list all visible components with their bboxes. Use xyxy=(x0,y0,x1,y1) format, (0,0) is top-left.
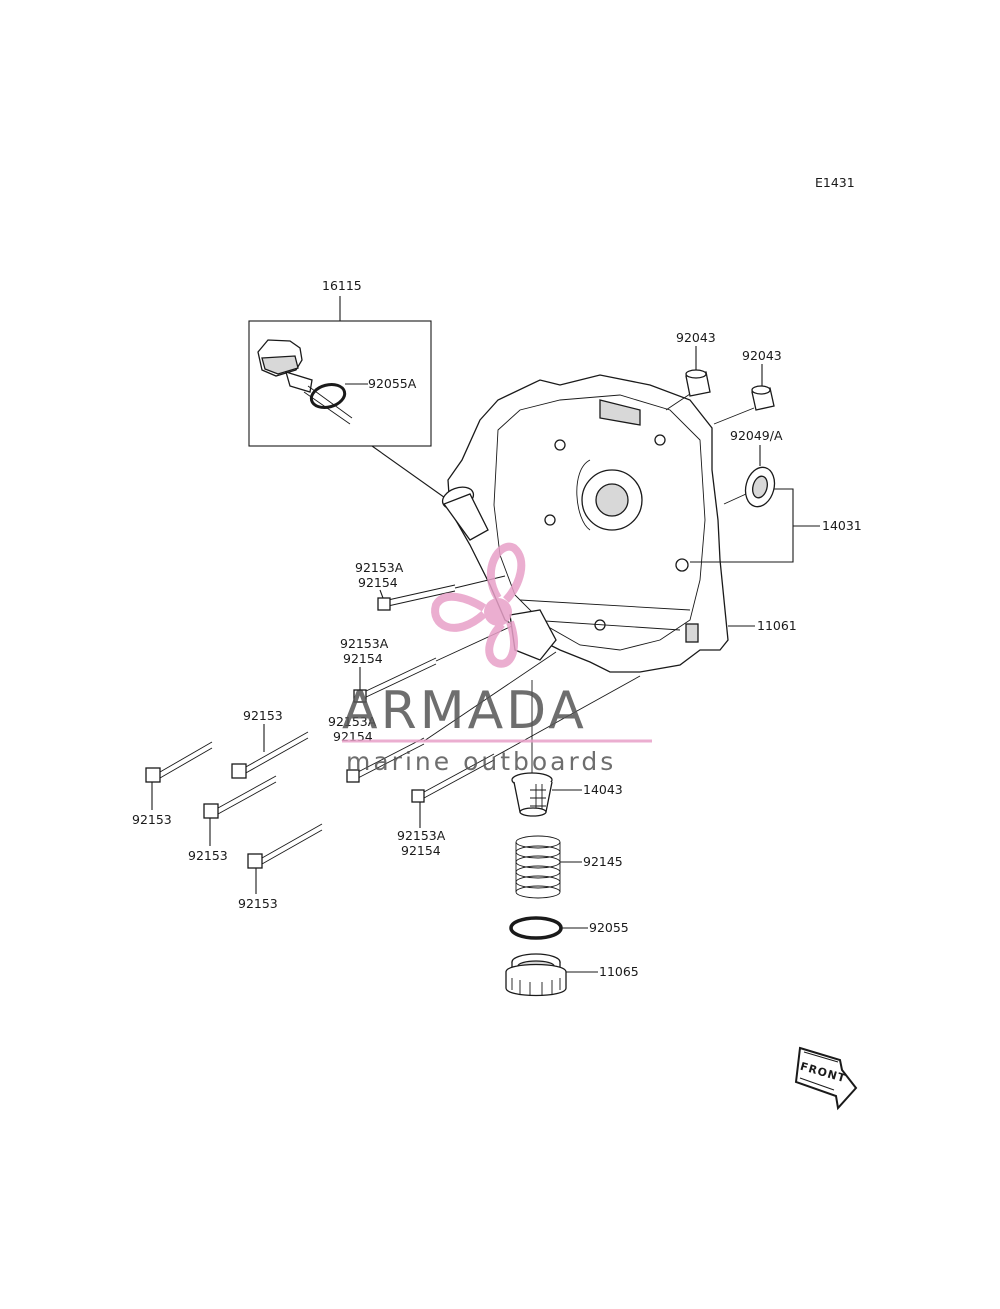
oil-screen-14043[interactable] xyxy=(511,772,553,817)
label-92153A-3[interactable]: 92153A xyxy=(328,714,377,729)
bolt-92153A-2[interactable] xyxy=(353,625,513,703)
label-92154-2[interactable]: 92154 xyxy=(343,651,383,666)
label-11061[interactable]: 11061 xyxy=(757,618,797,633)
dowel-pin-92043-b[interactable] xyxy=(713,364,775,425)
label-11065[interactable]: 11065 xyxy=(599,964,639,979)
label-92055[interactable]: 92055 xyxy=(589,920,629,935)
label-92043-a[interactable]: 92043 xyxy=(676,330,716,345)
dowel-pin-92043-a[interactable] xyxy=(665,346,711,411)
diagram-code: E1431 xyxy=(815,175,855,190)
label-92055A[interactable]: 92055A xyxy=(368,376,417,391)
label-16115[interactable]: 16115 xyxy=(322,278,362,293)
oil-filler-cap-group: 16115 92055A xyxy=(248,278,449,501)
watermark-brand: ARMADA xyxy=(342,681,587,741)
bolt-92153-1[interactable] xyxy=(145,741,213,810)
bolt-92153-4[interactable] xyxy=(247,823,323,894)
label-92153-4[interactable]: 92153 xyxy=(238,896,278,911)
o-ring-92055[interactable] xyxy=(509,916,563,940)
label-92153-2[interactable]: 92153 xyxy=(243,708,283,723)
bolt-92153A-4[interactable] xyxy=(411,675,641,803)
bolt-92153-2[interactable] xyxy=(231,724,309,779)
bolt-92153A-1[interactable] xyxy=(377,575,506,611)
label-14043[interactable]: 14043 xyxy=(583,782,623,797)
label-92145[interactable]: 92145 xyxy=(583,854,623,869)
label-92154-1[interactable]: 92154 xyxy=(358,575,398,590)
label-92043-b[interactable]: 92043 xyxy=(742,348,782,363)
oil-seal-92049A[interactable] xyxy=(723,445,779,510)
front-arrow-icon: FRONT xyxy=(794,1046,858,1111)
label-92153-1[interactable]: 92153 xyxy=(132,812,172,827)
propeller-logo-icon xyxy=(431,542,526,668)
label-92153A-2[interactable]: 92153A xyxy=(340,636,389,651)
label-92154-4[interactable]: 92154 xyxy=(401,843,441,858)
drain-plug-11065[interactable] xyxy=(505,953,567,997)
label-92153A-1[interactable]: 92153A xyxy=(355,560,404,575)
label-14031[interactable]: 14031 xyxy=(822,518,862,533)
armada-watermark: ARMADA marine outboards xyxy=(342,542,652,776)
o-ring-92055A[interactable] xyxy=(309,381,348,411)
label-92049A[interactable]: 92049/A xyxy=(730,428,783,443)
bolt-92153A-3[interactable] xyxy=(346,651,557,783)
label-92153A-4[interactable]: 92153A xyxy=(397,828,446,843)
spring-92145[interactable] xyxy=(515,835,561,899)
watermark-tagline: marine outboards xyxy=(346,747,616,776)
bolt-92153-3[interactable] xyxy=(203,775,277,846)
label-92153-3[interactable]: 92153 xyxy=(188,848,228,863)
crankcase-cover-11061[interactable] xyxy=(440,374,729,673)
